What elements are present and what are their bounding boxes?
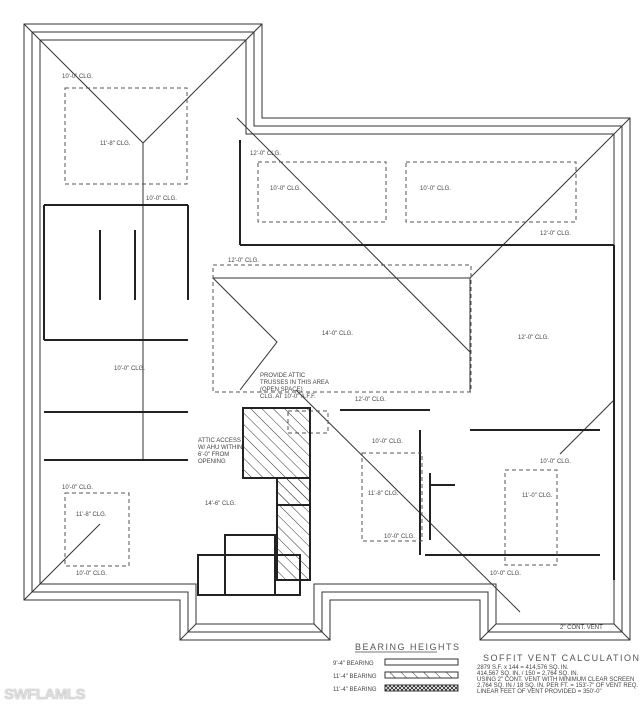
- watermark: SWFLAMLS: [4, 686, 85, 703]
- note-line: PROVIDE ATTIC: [260, 373, 306, 379]
- ceiling-height-label: 10'-0" CLG.: [372, 439, 403, 445]
- soffit-line: 414,567 SQ. IN. / 150 = 2,764 SQ. IN.: [477, 671, 579, 677]
- ceiling-height-label: 11'-8" CLG.: [368, 491, 399, 497]
- note-line: ATTIC ACCESS: [198, 438, 241, 444]
- legend-label: 11'-4" BEARING: [333, 687, 377, 693]
- legend-swatch-crosshatch: [384, 684, 459, 692]
- note-line: CLG. AT 10'-0" A.F.F.: [260, 394, 316, 400]
- ceiling-height-label: 12'-0" CLG.: [518, 335, 549, 341]
- soffit-line: 2879 S.F. x 144 = 414,576 SQ. IN.: [477, 665, 569, 671]
- ceiling-height-label: 12'-0" CLG.: [355, 397, 386, 403]
- ceiling-height-label: 11'-8" CLG.: [76, 512, 107, 518]
- ceiling-trays: [64, 87, 577, 567]
- ceiling-height-label: 12'-0" CLG.: [540, 231, 571, 237]
- note-line: TRUSSES IN THIS AREA: [260, 380, 329, 386]
- ceiling-height-label: 10'-0" CLG.: [420, 186, 451, 192]
- legend-label: 11'-4" BEARING: [333, 674, 377, 680]
- note-line: (OPEN SPACE): [260, 387, 303, 393]
- ceiling-height-label: 10'-0" CLG.: [490, 571, 521, 577]
- ceiling-height-label: 14'-6" CLG.: [205, 501, 236, 507]
- note-line: 6'-0" FROM: [198, 452, 229, 458]
- ceiling-height-label: 10'-0" CLG.: [114, 366, 145, 372]
- ceiling-height-label: 12'-0" CLG.: [250, 151, 281, 157]
- soffit-line: 2,764 SQ. IN / 18 SQ. IN. PER FT. = 153'…: [477, 683, 638, 689]
- ceiling-height-label: 12'-0" CLG.: [228, 258, 259, 264]
- legend-label: 9'-4" BEARING: [333, 661, 374, 667]
- legend-swatch-empty: [384, 658, 459, 666]
- ceiling-height-label: 10'-0" CLG.: [270, 186, 301, 192]
- ceiling-height-label: 11'-8" CLG.: [100, 141, 131, 147]
- ceiling-height-label: 10'-0" CLG.: [540, 459, 571, 465]
- soffit-title: SOFFIT VENT CALCULATIONS: [483, 653, 640, 663]
- ceiling-height-label: 10'-0" CLG.: [62, 74, 93, 80]
- legend-title: BEARING HEIGHTS: [355, 642, 461, 652]
- ceiling-height-label: 10'-0" CLG.: [146, 196, 177, 202]
- attic-access-note: ATTIC ACCESS W/ AHU WITHIN 6'-0" FROM OP…: [198, 438, 242, 465]
- soffit-line: LINEAR FEET OF VENT PROVIDED = 350'-0": [477, 689, 602, 695]
- bearing-heights-legend: BEARING HEIGHTS 9'-4" BEARING 11'-4" BEA…: [333, 642, 461, 693]
- roof-outline: [23, 23, 631, 641]
- note-line: OPENING: [198, 459, 226, 465]
- soffit-vent-calculations: SOFFIT VENT CALCULATIONS 2879 S.F. x 144…: [477, 653, 640, 695]
- ceiling-height-label: 11'-0" CLG.: [522, 493, 553, 499]
- note-line: W/ AHU WITHIN: [198, 445, 242, 451]
- ceiling-labels: 10'-0" CLG. 11'-8" CLG. 12'-0" CLG. 10'-0" …: [62, 74, 571, 577]
- bearing-hatch-area: [242, 407, 311, 581]
- ceiling-height-label: 10'-0" CLG.: [76, 571, 107, 577]
- attic-truss-note: PROVIDE ATTIC TRUSSES IN THIS AREA (OPEN…: [260, 373, 329, 400]
- ceiling-height-label: 10'-0" CLG.: [62, 485, 93, 491]
- ceiling-height-label: 10'-0" CLG.: [384, 534, 415, 540]
- ceiling-height-label: 14'-0" CLG.: [322, 331, 353, 337]
- vent-note: 2" CONT. VENT: [560, 625, 603, 631]
- legend-swatch-hatch: [384, 671, 459, 679]
- interior-walls: [43, 140, 615, 596]
- soffit-line: USING 2" CONT. VENT WITH MINIMUM CLEAR S…: [477, 677, 634, 683]
